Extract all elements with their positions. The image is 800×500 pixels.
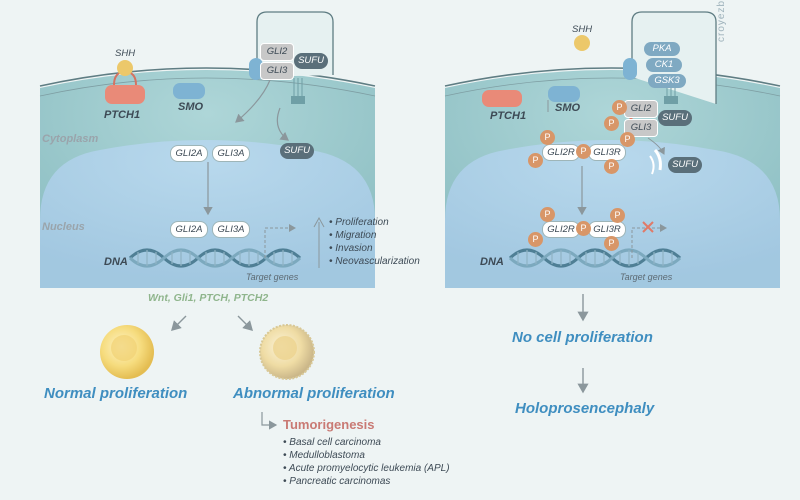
phospho-marker: P <box>528 232 543 247</box>
left-upregulation-arrow <box>313 216 325 268</box>
left-gli3a-nucleus: GLI3A <box>212 221 250 238</box>
left-dna-label: DNA <box>104 256 128 268</box>
phospho-marker: P <box>610 208 625 223</box>
right-ptch1-label: PTCH1 <box>490 110 527 122</box>
cancer-apl: Acute promyelocytic leukemia (APL) <box>288 463 450 474</box>
left-smo-label: SMO <box>178 101 204 113</box>
left-effects-list: • Proliferation • Migration • Invasion •… <box>329 217 420 267</box>
effect-proliferation: Proliferation <box>335 217 389 228</box>
phospho-marker: P <box>604 159 619 174</box>
left-gli3a: GLI3A <box>212 145 250 162</box>
left-cell <box>39 11 376 430</box>
right-cell <box>444 11 781 394</box>
left-target-genes: Target genes <box>246 272 299 282</box>
phospho-marker: P <box>620 132 635 147</box>
effect-migration: Migration <box>335 230 377 241</box>
phospho-marker: P <box>604 236 619 251</box>
phospho-marker: P <box>540 207 555 222</box>
left-transcription-arrow <box>264 224 296 258</box>
no-cell-proliferation-label: No cell proliferation <box>512 329 653 346</box>
tumorigenesis-label: Tumorigenesis <box>283 417 375 432</box>
abnormal-proliferation-label: Abnormal proliferation <box>233 385 395 402</box>
effect-neovascularization: Neovascularization <box>335 256 420 267</box>
left-gli2: GLI2 <box>260 43 294 61</box>
left-ptch1-label: PTCH1 <box>104 109 141 121</box>
right-gli2r-nucleus: GLI2R <box>542 221 580 238</box>
effect-invasion: Invasion <box>335 243 373 254</box>
nucleus-label: Nucleus <box>42 221 85 233</box>
target-gene-names: Wnt, Gli1, PTCH, PTCH2 <box>148 292 269 304</box>
left-membrane-inner <box>39 77 376 97</box>
right-gli2: GLI2 <box>624 100 658 118</box>
normal-proliferation-label: Normal proliferation <box>44 385 188 402</box>
right-pka: PKA <box>644 42 680 56</box>
right-gsk3: GSK3 <box>648 74 686 88</box>
left-ptch1-shape <box>105 85 145 104</box>
left-shh-ligand <box>117 60 133 76</box>
phospho-marker: P <box>604 116 619 131</box>
right-sufu-complex: SUFU <box>658 110 692 126</box>
phospho-marker: P <box>576 221 591 236</box>
right-ptch1-shape <box>482 90 522 107</box>
right-target-genes: Target genes <box>620 272 673 282</box>
left-sufu-free: SUFU <box>280 143 314 159</box>
right-sufu-free: SUFU <box>668 157 702 173</box>
phospho-marker: P <box>540 130 555 145</box>
left-sufu-complex: SUFU <box>294 53 328 69</box>
right-shh-label: SHH <box>572 24 593 35</box>
left-gli3: GLI3 <box>260 62 294 80</box>
cancer-medulloblastoma: Medulloblastoma <box>289 450 365 461</box>
left-gli2a-nucleus: GLI2A <box>170 221 208 238</box>
right-gli3r-nucleus: GLI3R <box>588 221 626 238</box>
cancer-pancreatic: Pancreatic carcinomas <box>289 476 391 487</box>
watermark: croyezbio.com <box>716 0 727 42</box>
right-smo-label: SMO <box>555 102 581 114</box>
left-gli2a: GLI2A <box>170 145 208 162</box>
left-shh-label: SHH <box>115 48 136 59</box>
phospho-marker: P <box>612 100 627 115</box>
right-gli3r: GLI3R <box>588 144 626 161</box>
cytoplasm-label: Cytoplasm <box>42 133 99 145</box>
cancer-bcc: Basal cell carcinoma <box>289 437 381 448</box>
cancer-list: • Basal cell carcinoma • Medulloblastoma… <box>283 437 450 487</box>
right-dna-label: DNA <box>480 256 504 268</box>
left-membrane <box>39 67 376 87</box>
blocked-transcription-x <box>642 221 654 233</box>
left-smo-cilium-shape <box>249 58 263 80</box>
holoprosencephaly-label: Holoprosencephaly <box>515 400 655 417</box>
left-smo-shape <box>173 83 205 99</box>
right-gli3: GLI3 <box>624 119 658 137</box>
right-ck1: CK1 <box>646 58 682 72</box>
right-smo-shape <box>548 86 580 102</box>
phospho-marker: P <box>528 153 543 168</box>
right-shh-ligand <box>574 35 590 51</box>
right-gli2r: GLI2R <box>542 144 580 161</box>
phospho-marker: P <box>576 144 591 159</box>
